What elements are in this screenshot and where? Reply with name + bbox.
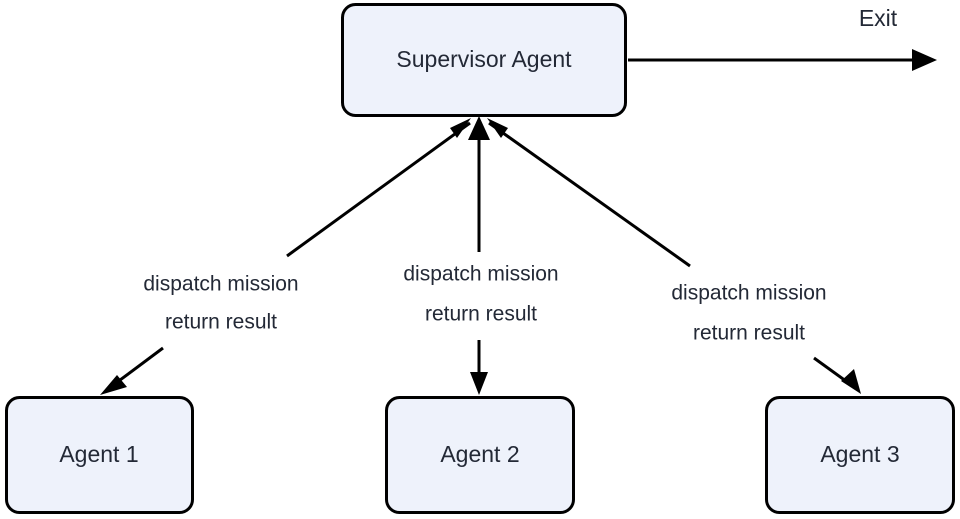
edge-supervisor-to-agent1: [100, 346, 164, 395]
edge-supervisor-to-agent3: [813, 356, 861, 394]
node-supervisor-agent[interactable]: Supervisor Agent: [341, 3, 627, 117]
edge-label-left-line1: dispatch mission: [143, 273, 298, 296]
edge-agent1-to-supervisor: [286, 121, 471, 258]
edge-label-right-line2: return result: [693, 322, 805, 345]
edge-supervisor-to-agent2: [470, 340, 488, 395]
edge-label-left: dispatch mission return result: [143, 273, 298, 334]
node-agent-3[interactable]: Agent 3: [765, 396, 955, 514]
edge-label-left-line2: return result: [165, 311, 277, 334]
node-supervisor-agent-label: Supervisor Agent: [396, 46, 572, 72]
node-agent-1-box[interactable]: [5, 396, 194, 514]
node-agent-2-box[interactable]: [385, 396, 575, 514]
node-agent-2-label: Agent 2: [440, 441, 519, 467]
arrowhead-into-agent2: [470, 372, 488, 395]
node-agent-3-box[interactable]: [765, 396, 955, 514]
node-supervisor-agent-box[interactable]: [341, 3, 627, 117]
edge-line: [488, 121, 691, 268]
edge-line: [286, 121, 471, 258]
node-agent-1[interactable]: Agent 1: [5, 396, 194, 514]
edge-supervisor-to-exit: [628, 49, 937, 71]
arrowhead-into-agent3: [841, 369, 861, 394]
node-agent-1-label: Agent 1: [59, 441, 138, 467]
arrowhead-into-agent1: [100, 375, 127, 395]
arrowhead-into-supervisor-left: [450, 118, 471, 138]
arrowhead-into-supervisor-middle: [468, 116, 490, 140]
edge-label-right: dispatch mission return result: [671, 282, 826, 345]
edge-label-middle-line2: return result: [425, 303, 537, 326]
exit-label: Exit: [859, 5, 898, 31]
edge-label-right-line1: dispatch mission: [671, 282, 826, 305]
node-agent-3-label: Agent 3: [820, 441, 899, 467]
arrowhead-exit: [912, 49, 937, 71]
edge-agent3-to-supervisor: [488, 121, 691, 268]
arrowhead-into-supervisor-right: [487, 118, 508, 138]
edge-label-middle-line1: dispatch mission: [403, 263, 558, 286]
node-agent-2[interactable]: Agent 2: [385, 396, 575, 514]
edge-label-middle: dispatch mission return result: [403, 263, 558, 326]
